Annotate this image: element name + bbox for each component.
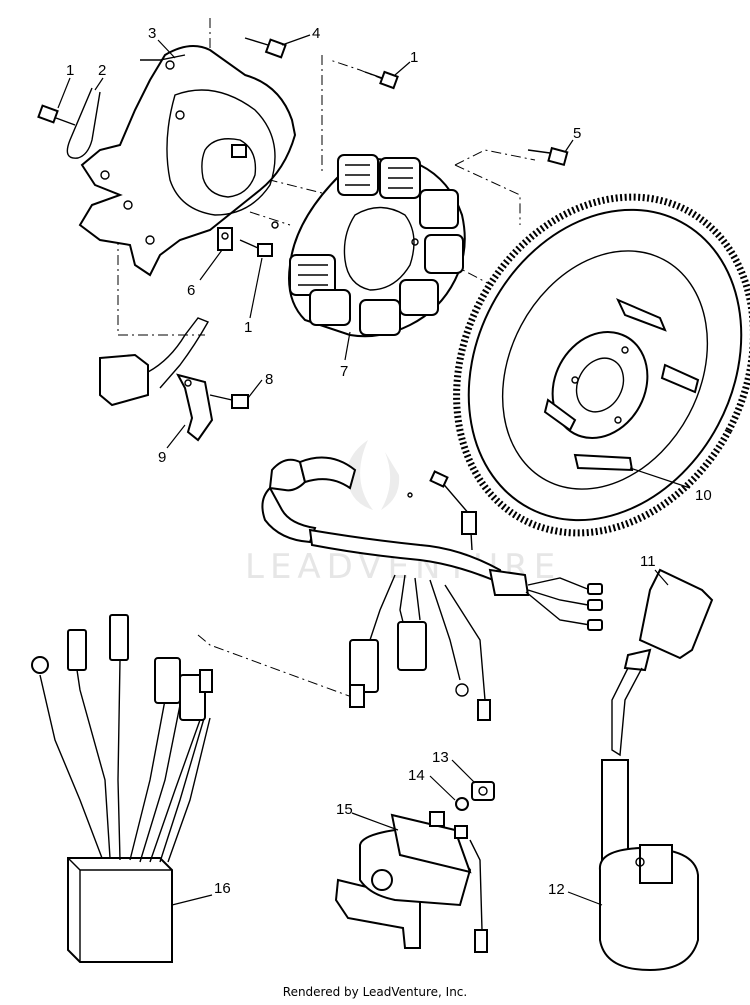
starter-solenoid [334,811,488,953]
callout-6-tab: 6 [187,282,195,299]
wire-clip [66,87,101,159]
ground-tab [217,227,233,251]
ignition-coil [598,568,714,972]
callout-1-screw: 1 [410,49,418,66]
screw-upper-right [364,70,399,90]
callout-3-stator-plate: 3 [148,25,156,42]
rectifier-regulator [31,614,213,963]
callout-15-solenoid: 15 [336,801,353,818]
callout-8-screw: 8 [265,371,273,388]
screw-part-8 [209,394,249,409]
callout-16-rectifier: 16 [214,880,231,897]
callout-1-screw: 1 [66,62,74,79]
footer-credit: Rendered by LeadVenture, Inc. [282,985,468,999]
callout-12-coil: 12 [548,881,565,898]
stator-coil [288,154,466,338]
callout-labels: 1 2 3 4 1 5 6 1 7 8 9 10 11 13 14 15 12 … [66,25,712,898]
callout-4-screw: 4 [312,25,320,42]
callout-13-nut: 13 [432,749,449,766]
callout-2-clip: 2 [98,62,106,79]
callout-11-plug-cap: 11 [640,553,656,570]
callout-10-flywheel: 10 [695,487,712,504]
screw-upper-left [37,104,76,126]
callout-1-screw: 1 [244,319,252,336]
leader-lines [57,34,691,906]
screw-part-5 [527,146,569,167]
nut [471,781,495,801]
wire-harness [261,456,603,721]
callout-5-screw: 5 [573,125,581,142]
callout-9-clamp: 9 [158,449,166,466]
wire-clamp [99,317,214,442]
lock-washer [455,797,469,811]
stator-plate [78,45,297,277]
callout-7-stator: 7 [340,363,348,380]
screw-part-4 [244,37,287,59]
screw-lower [239,239,273,257]
callout-14-washer: 14 [408,767,425,784]
flywheel [453,193,750,537]
